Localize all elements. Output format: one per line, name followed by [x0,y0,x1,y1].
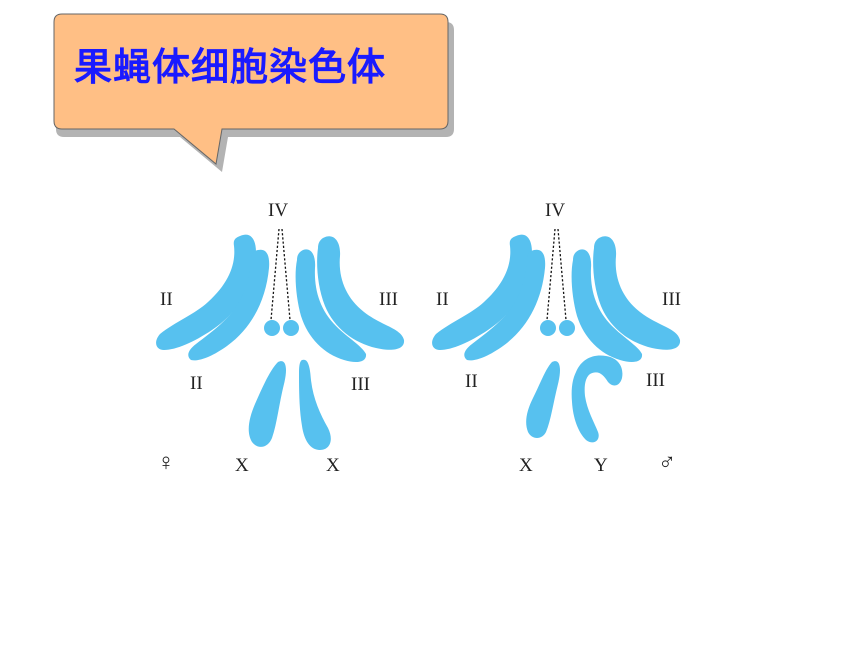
male-label-ii-outer: II [436,289,449,310]
female-chromosome-set [156,228,405,450]
female-label-iii-outer: III [379,289,398,310]
female-symbol-icon: ♀ [157,450,175,476]
male-label-y: Y [594,455,608,476]
female-x-chromosome-right [299,359,331,450]
male-label-x: X [519,455,533,476]
page-title: 果蝇体细胞染色体 [74,45,387,89]
female-label-x-left: X [235,455,249,476]
male-label-iii-inner: III [646,370,665,391]
title-callout [53,13,454,172]
male-label-iii-outer: III [662,289,681,310]
female-label-iv: IV [268,200,289,221]
female-label-x-right: X [326,455,340,476]
male-label-ii-inner: II [465,371,478,392]
male-label-iv: IV [545,200,566,221]
male-x-chromosome [526,361,560,438]
male-y-chromosome [571,355,623,443]
female-label-iii-inner: III [351,374,370,395]
male-symbol-icon: ♂ [658,450,676,476]
male-chromosome-set [432,228,681,443]
female-label-ii-outer: II [160,289,173,310]
female-label-ii-inner: II [190,373,203,394]
female-x-chromosome-left [248,361,286,447]
callout-bubble [53,13,449,165]
